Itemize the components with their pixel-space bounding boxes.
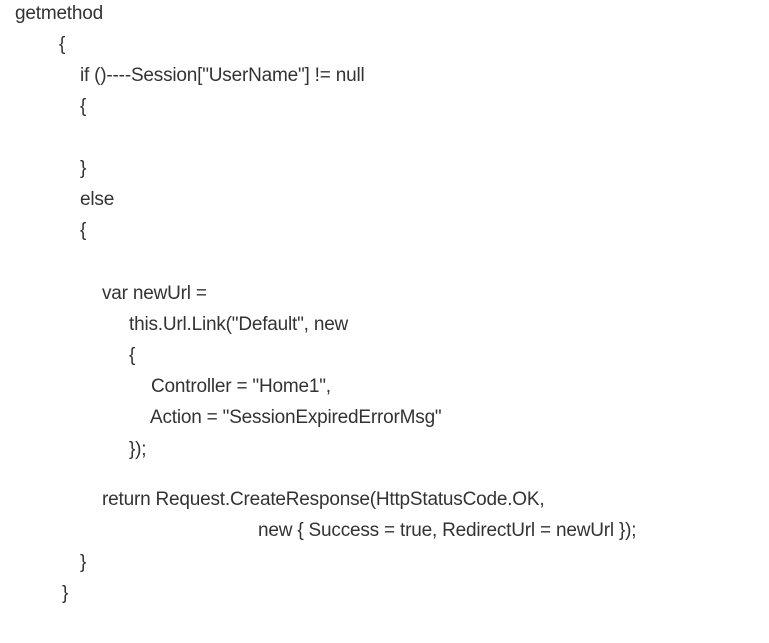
code-line-return-statement: return Request.CreateResponse(HttpStatus… [102,489,545,510]
code-line-url-link-call: this.Url.Link("Default", new [129,314,349,335]
code-line-object-open-brace: { [129,345,136,366]
code-line-action-property: Action = "SessionExpiredErrorMsg" [150,407,442,428]
code-line-else: else [80,189,115,210]
code-line-object-close: }); [129,439,147,460]
code-line-return-continuation: new { Success = true, RedirectUrl = newU… [258,520,637,541]
code-line-method-close-brace: } [62,583,69,604]
code-line-method-name: getmethod [15,3,103,24]
code-line-controller-property: Controller = "Home1", [151,376,331,397]
code-line-method-open-brace: { [59,34,66,55]
code-line-else-open-brace: { [80,220,87,241]
code-line-if-close-brace: } [80,158,87,179]
code-line-if-open-brace: { [80,96,87,117]
code-line-if-condition: if ()----Session["UserName"] != null [80,65,365,86]
code-line-var-declaration: var newUrl = [102,283,207,304]
code-line-else-close-brace: } [80,552,87,573]
